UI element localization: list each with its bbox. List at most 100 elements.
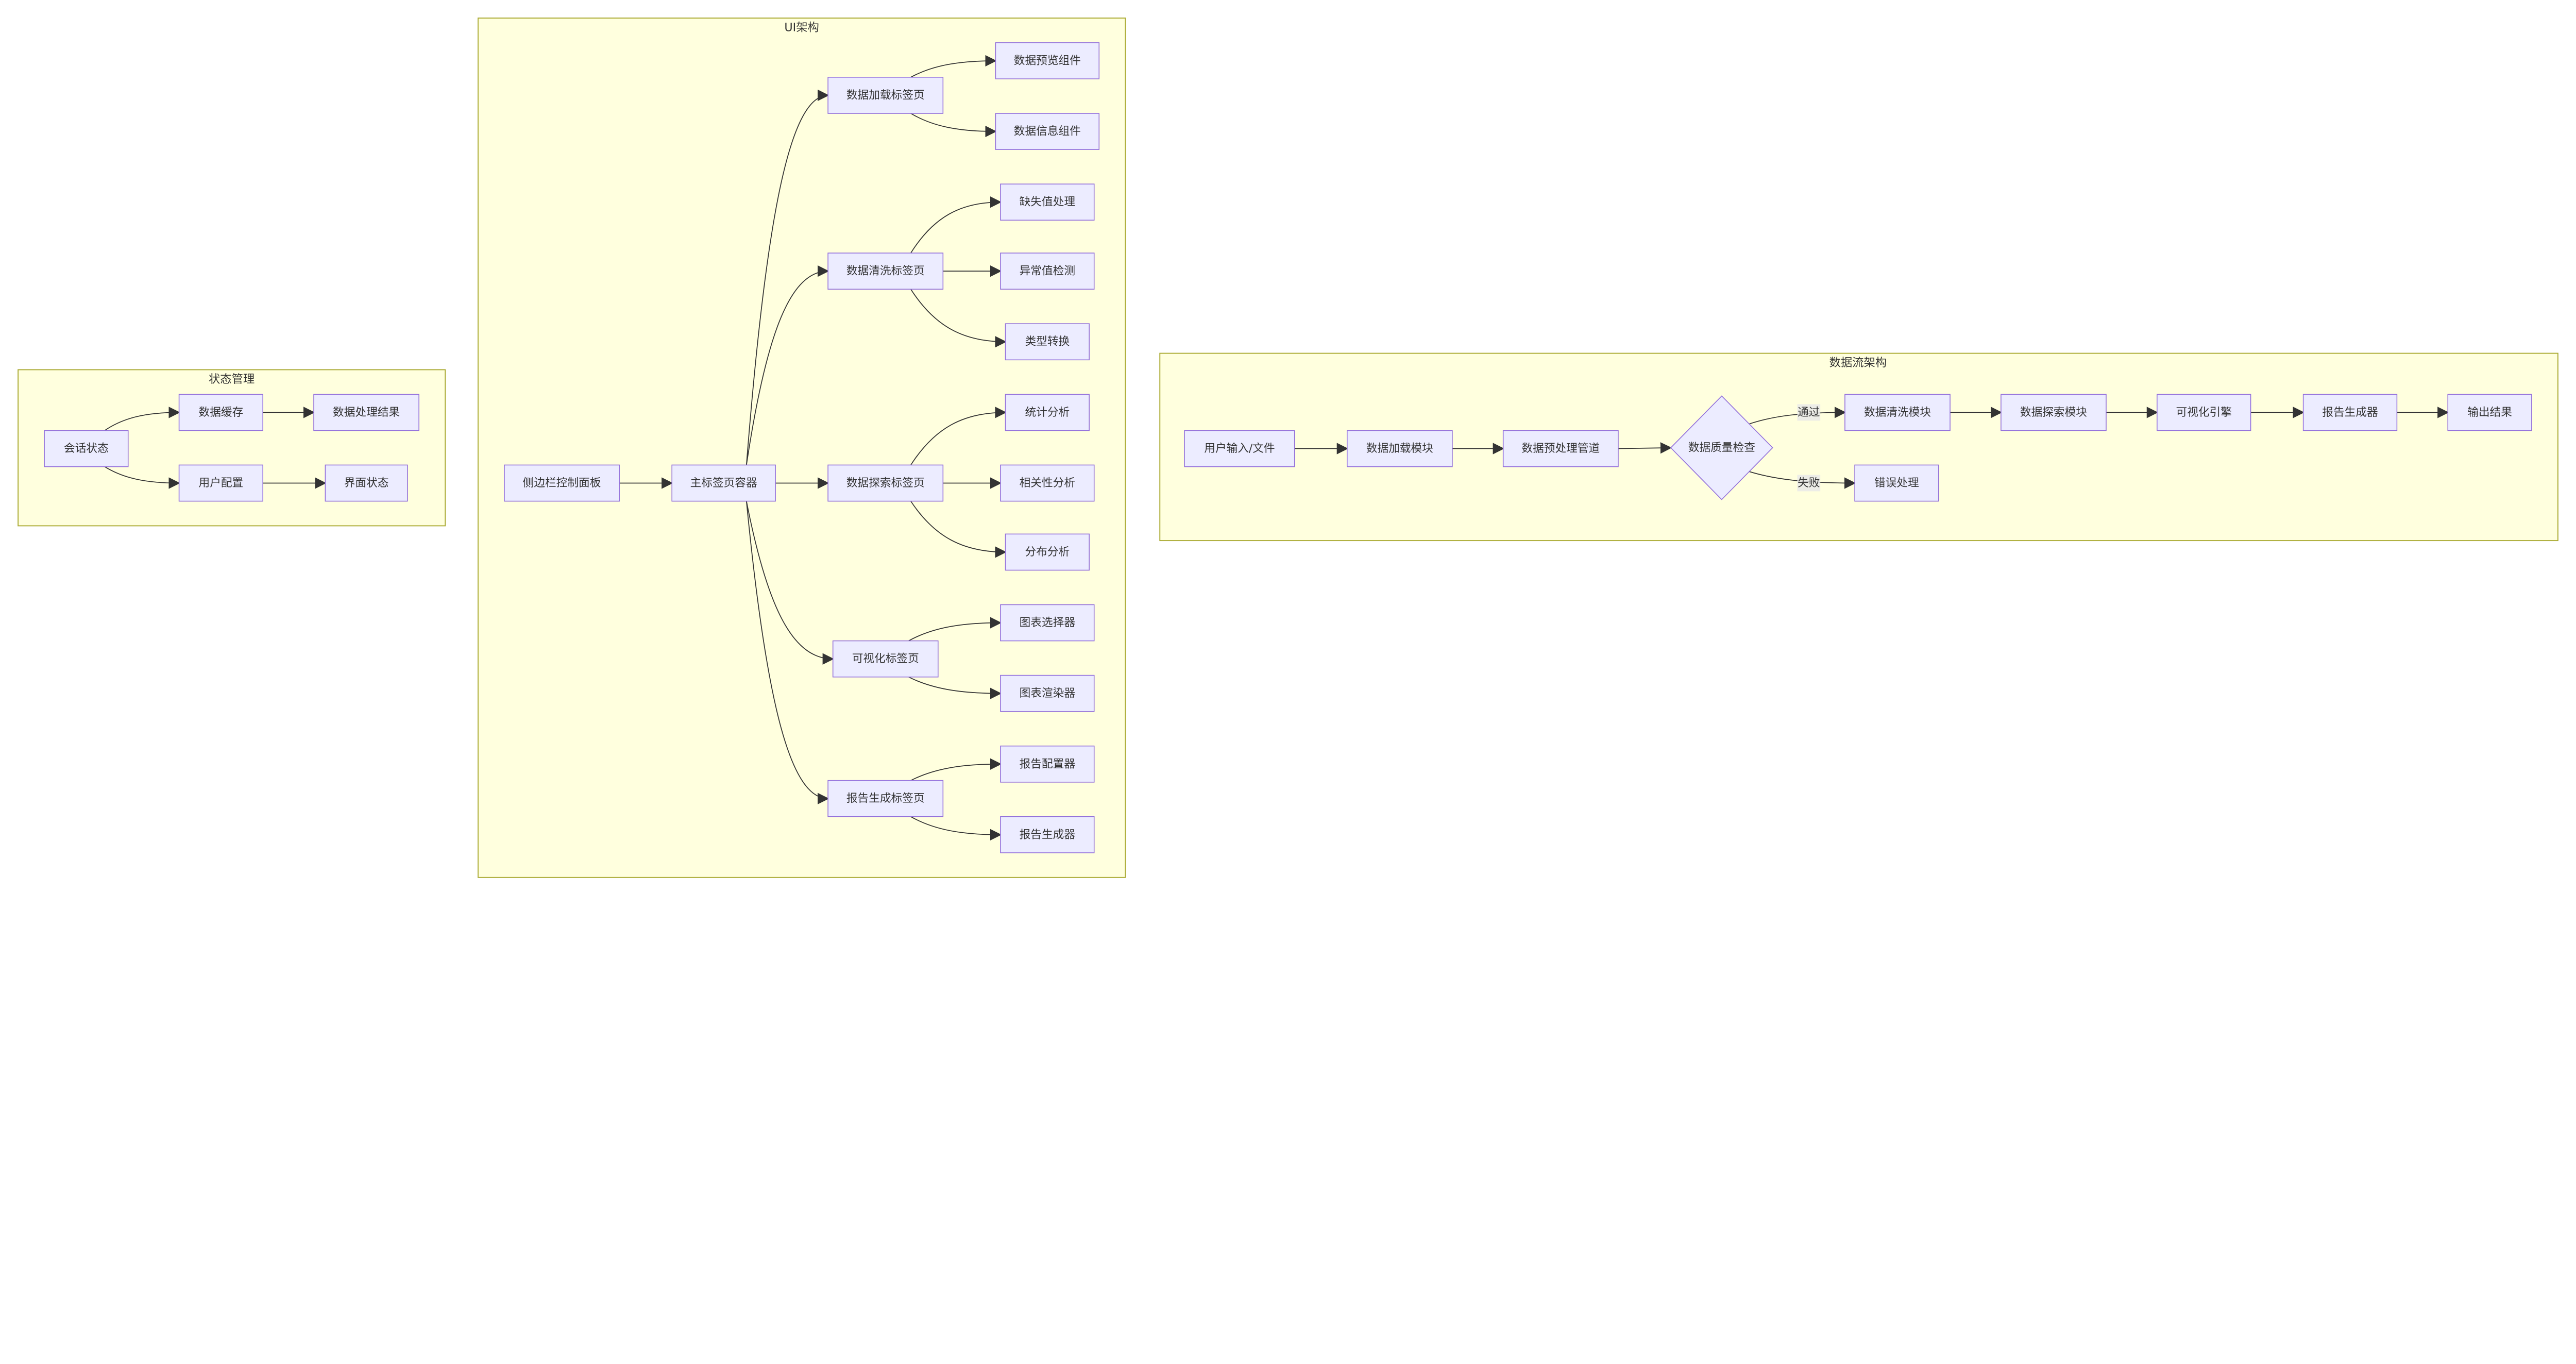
node-chartrender[interactable]: 图表渲染器 [1000, 675, 1095, 712]
edge-label: 通过 [1797, 404, 1821, 421]
node-box [1000, 464, 1095, 502]
node-userconf[interactable]: 用户配置 [178, 464, 263, 502]
node-reportconf[interactable]: 报告配置器 [1000, 745, 1095, 783]
node-label: 报告生成器 [1020, 828, 1076, 841]
node-label: 会话状态 [64, 442, 109, 455]
node-box [1502, 430, 1619, 467]
node-box [671, 464, 776, 502]
node-box [1000, 675, 1095, 712]
node-sidebar[interactable]: 侧边栏控制面板 [504, 464, 620, 502]
edge-label-bg [1797, 475, 1821, 492]
decision-diamond [1670, 395, 1773, 500]
node-box [44, 430, 129, 467]
node-label: 报告配置器 [1020, 757, 1076, 770]
node-session[interactable]: 会话状态 [44, 430, 129, 467]
node-box [1005, 533, 1090, 571]
node-typeconv[interactable]: 类型转换 [1005, 323, 1090, 361]
node-outlier[interactable]: 异常值检测 [1000, 252, 1095, 290]
edge-tabviz-chartsel [908, 617, 1002, 642]
edge-session-userconf [104, 466, 180, 489]
node-maintabs[interactable]: 主标签页容器 [671, 464, 776, 502]
node-box [2001, 394, 2107, 431]
node-box [1854, 464, 1939, 502]
node-tabexplore[interactable]: 数据探索标签页 [827, 464, 944, 502]
node-reportgen[interactable]: 报告生成器 [1000, 816, 1095, 853]
node-label: 数据清洗模块 [1864, 406, 1931, 419]
node-label: 用户配置 [199, 477, 244, 490]
node-label: 数据预处理管道 [1521, 442, 1600, 455]
node-box [995, 42, 1100, 79]
edge-maintabs-tabreport [745, 501, 829, 804]
node-box [2447, 394, 2532, 431]
node-cleanmod[interactable]: 数据清洗模块 [1844, 394, 1951, 431]
node-tabreport[interactable]: 报告生成标签页 [827, 780, 944, 817]
node-exploremod[interactable]: 数据探索模块 [2001, 394, 2107, 431]
node-dist[interactable]: 分布分析 [1005, 533, 1090, 571]
edge-tabviz-chartrender [908, 676, 1002, 699]
node-label: 数据探索模块 [2020, 406, 2087, 419]
edge-prep-qc [1618, 442, 1672, 454]
node-label: 报告生成器 [2322, 406, 2378, 419]
node-label: 数据清洗标签页 [846, 265, 925, 278]
cluster-title: UI架构 [784, 21, 819, 35]
node-input[interactable]: 用户输入/文件 [1184, 430, 1295, 467]
node-label: 数据预览组件 [1014, 54, 1081, 67]
node-info[interactable]: 数据信息组件 [995, 113, 1100, 150]
node-reportgen2[interactable]: 报告生成器 [2302, 394, 2398, 431]
node-box [178, 464, 263, 502]
node-box [1000, 745, 1095, 783]
node-uistate[interactable]: 界面状态 [325, 464, 408, 502]
node-label: 输出结果 [2467, 406, 2512, 419]
node-box [1346, 430, 1453, 467]
node-corr[interactable]: 相关性分析 [1000, 464, 1095, 502]
node-label: 可视化标签页 [852, 652, 919, 665]
node-box [504, 464, 620, 502]
node-cache[interactable]: 数据缓存 [178, 394, 263, 431]
node-output[interactable]: 输出结果 [2447, 394, 2532, 431]
node-tabload[interactable]: 数据加载标签页 [827, 77, 944, 114]
edge-qc-cleanmod [1749, 407, 1846, 425]
node-tabviz[interactable]: 可视化标签页 [832, 640, 939, 678]
edge-maintabs-tabclean [745, 265, 829, 465]
node-tabclean[interactable]: 数据清洗标签页 [827, 252, 944, 290]
edge-tabclean-missing [910, 196, 1002, 254]
node-preview[interactable]: 数据预览组件 [995, 42, 1100, 79]
edge-tabreport-reportgen [910, 816, 1002, 841]
node-stats[interactable]: 统计分析 [1005, 394, 1090, 431]
edge-maintabs-tabviz [745, 501, 834, 665]
node-label: 缺失值处理 [1020, 196, 1075, 209]
node-vizengine[interactable]: 可视化引擎 [2157, 394, 2251, 431]
node-label: 数据加载标签页 [846, 89, 925, 102]
edge-tabload-preview [910, 55, 997, 78]
node-box [827, 252, 944, 290]
node-box [178, 394, 263, 431]
node-box [995, 113, 1100, 150]
node-chartsel[interactable]: 图表选择器 [1000, 604, 1095, 642]
node-loadmod[interactable]: 数据加载模块 [1346, 430, 1453, 467]
node-qc[interactable]: 数据质量检查 [1670, 395, 1773, 500]
node-prep[interactable]: 数据预处理管道 [1502, 430, 1619, 467]
node-label: 侧边栏控制面板 [523, 477, 601, 490]
node-missing[interactable]: 缺失值处理 [1000, 183, 1095, 221]
edge-label-text: 通过 [1798, 406, 1820, 419]
edge-tabreport-reportconf [910, 758, 1002, 781]
node-box [1000, 816, 1095, 853]
node-box [1000, 183, 1095, 221]
node-box [827, 464, 944, 502]
edge-label-text: 失败 [1798, 477, 1820, 490]
node-box [1000, 604, 1095, 642]
node-label: 报告生成标签页 [846, 792, 925, 805]
node-box [1000, 252, 1095, 290]
node-box [2302, 394, 2398, 431]
node-label: 主标签页容器 [690, 477, 757, 490]
node-error[interactable]: 错误处理 [1854, 464, 1939, 502]
node-label: 统计分析 [1025, 406, 1070, 419]
node-box [827, 77, 944, 114]
node-label: 数据探索标签页 [846, 477, 925, 490]
node-result[interactable]: 数据处理结果 [313, 394, 419, 431]
node-box [1184, 430, 1295, 467]
node-box [2157, 394, 2251, 431]
